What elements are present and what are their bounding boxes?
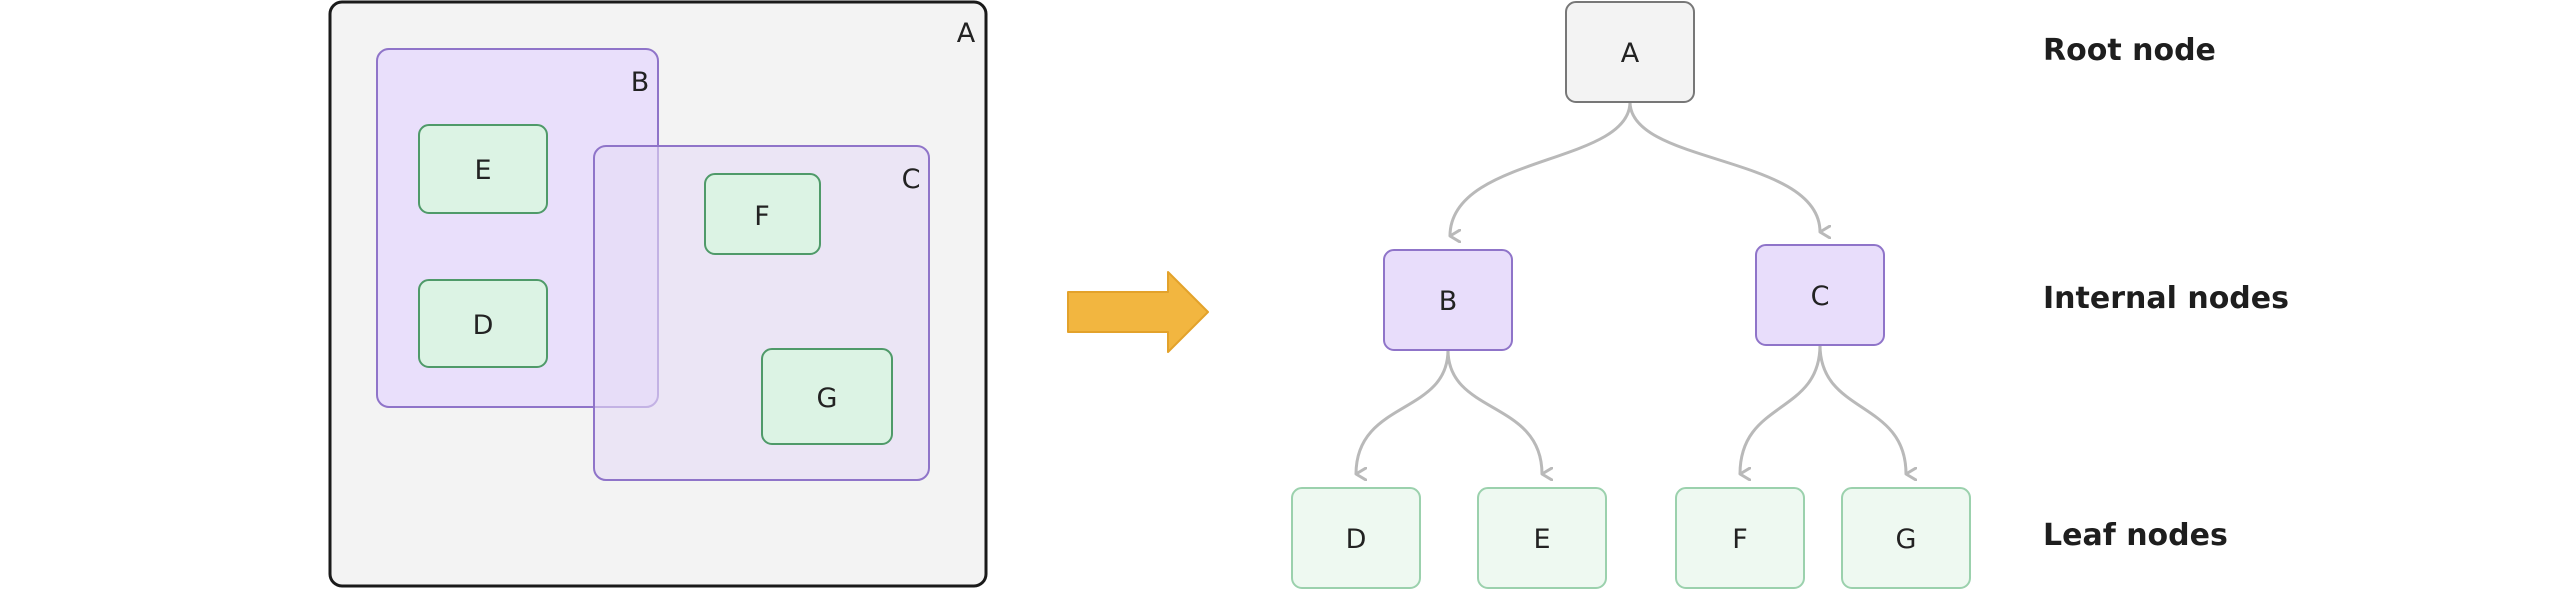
leaf-e-box <box>418 124 548 214</box>
edge-a-b <box>1450 101 1632 236</box>
tree-node-d-label: D <box>1346 524 1367 555</box>
set-b-label: B <box>631 67 650 98</box>
leaf-f-label: F <box>754 201 770 232</box>
level-label-leaf: Leaf nodes <box>2043 518 2228 553</box>
leaf-g-box <box>761 348 893 445</box>
tree-node-f <box>1675 487 1805 589</box>
tree-edges <box>1356 101 1906 474</box>
edge-c-g <box>1818 344 1906 474</box>
tree-node-a-label: A <box>1621 38 1640 69</box>
tree-node-e-label: E <box>1533 524 1550 555</box>
transform-arrow <box>1067 271 1209 353</box>
set-c-label: C <box>902 164 921 195</box>
edge-b-e <box>1446 349 1542 474</box>
leaf-f-box <box>704 173 821 255</box>
tree-node-g-label: G <box>1896 524 1917 555</box>
leaf-g-label: G <box>817 383 838 414</box>
leaf-e-label: E <box>474 155 491 186</box>
tree-node-d <box>1291 487 1421 589</box>
edge-a-c <box>1628 101 1820 232</box>
tree-node-e <box>1477 487 1607 589</box>
level-label-internal: Internal nodes <box>2043 281 2289 316</box>
tree-node-b <box>1383 249 1513 351</box>
edge-b-d <box>1356 349 1450 474</box>
set-a-label: A <box>957 18 976 49</box>
tree-node-c-label: C <box>1811 281 1830 312</box>
tree-node-g <box>1841 487 1971 589</box>
tree-node-f-label: F <box>1732 524 1748 555</box>
level-label-root: Root node <box>2043 33 2216 68</box>
leaf-d-label: D <box>473 310 494 341</box>
leaf-d-box <box>418 279 548 368</box>
tree-node-b-label: B <box>1439 286 1458 317</box>
nested-sets: A B E D C F G <box>328 0 988 588</box>
tree-node-c <box>1755 244 1885 346</box>
tree-node-a <box>1565 1 1695 103</box>
edge-c-f <box>1740 344 1822 474</box>
tree-nodes: A B C D E F G <box>1291 1 1971 589</box>
